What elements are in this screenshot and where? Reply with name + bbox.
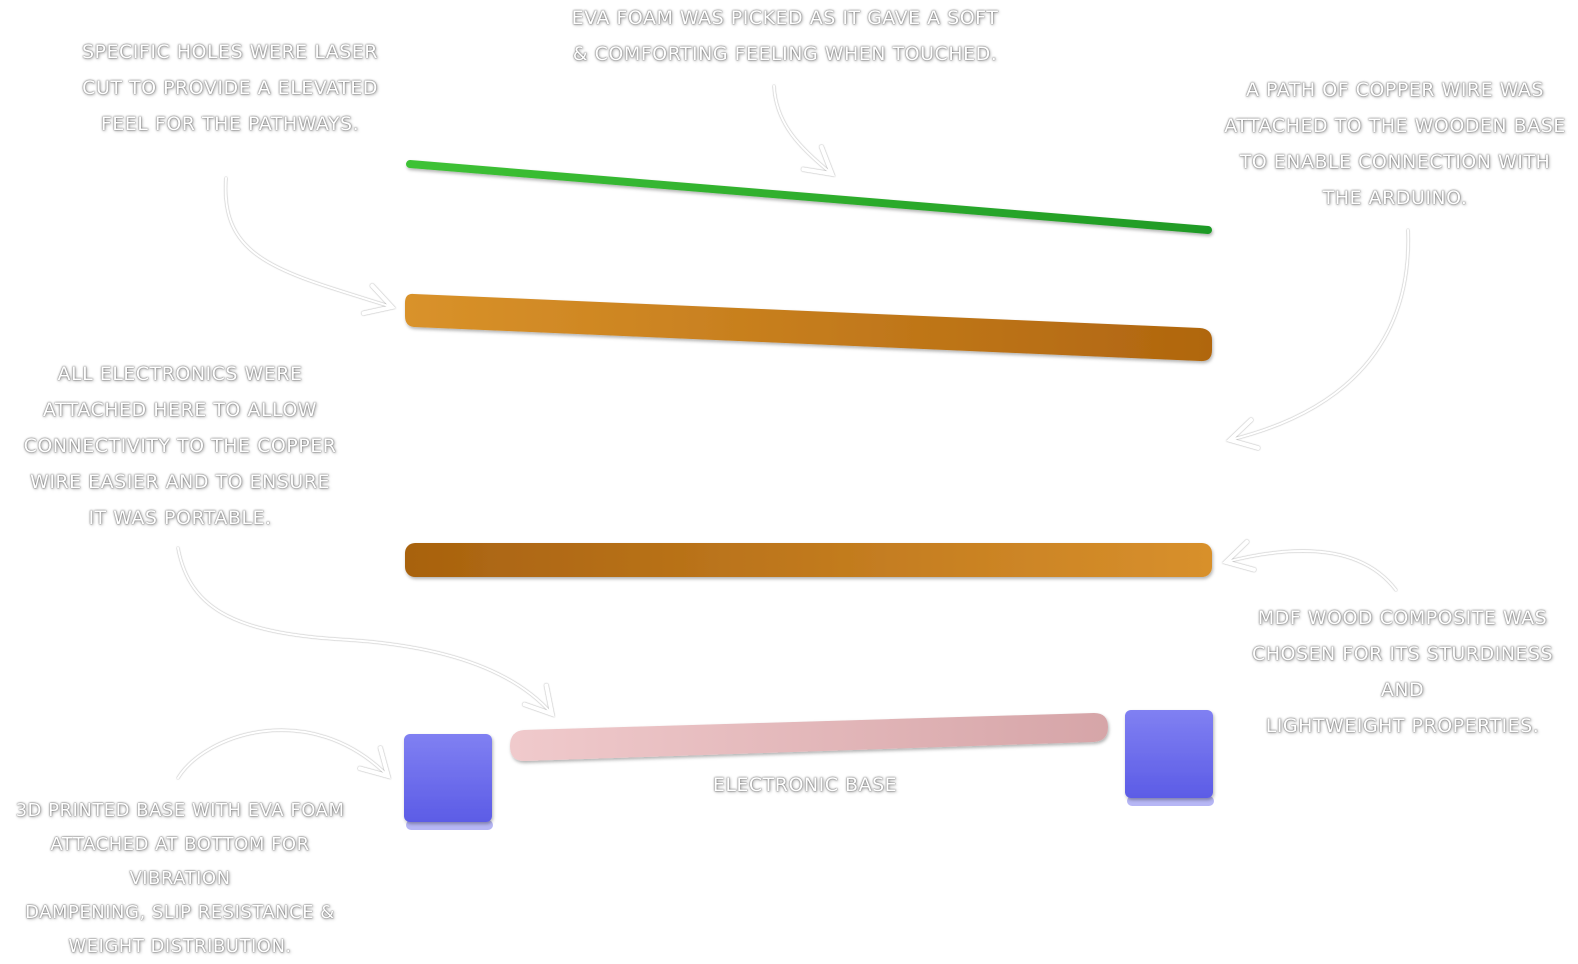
annotation-3d-printed-base: 3D PRINTED BASE WITH EVA FOAM ATTACHED A… [15, 800, 345, 957]
annotation-electronics: ALL ELECTRONICS WERE ATTACHED HERE TO AL… [23, 363, 337, 529]
arrow-foam [773, 85, 836, 177]
eva-foam-layer [406, 160, 1212, 234]
annotation-mdf-wood: MDF WOOD COMPOSITE WAS CHOSEN FOR ITS ST… [1251, 607, 1554, 737]
annotation-laser-cut-holes: SPECIFIC HOLES WERE LASER CUT TO PROVIDE… [82, 41, 378, 135]
annotation-eva-foam: EVA FOAM WAS PICKED AS IT GAVE A SOFT & … [571, 7, 999, 65]
left-printed-foot [404, 734, 493, 830]
exploded-layer-diagram [177, 85, 1410, 830]
arrow-holes [224, 177, 396, 316]
electronic-base [510, 713, 1108, 761]
arrow-copper [1226, 229, 1410, 450]
arrow-base [177, 729, 391, 779]
label-electronic-base: ELECTRONIC BASE [712, 774, 898, 796]
right-printed-foot [1125, 710, 1214, 806]
laser-cut-wood-layer [405, 293, 1212, 362]
mdf-wood-layer [405, 543, 1212, 577]
arrow-mdf [1222, 539, 1397, 591]
annotation-copper-wire: A PATH OF COPPER WIRE WAS ATTACHED TO TH… [1224, 79, 1566, 209]
annotation-arrows [177, 85, 1410, 779]
arrow-electronics [177, 547, 555, 718]
